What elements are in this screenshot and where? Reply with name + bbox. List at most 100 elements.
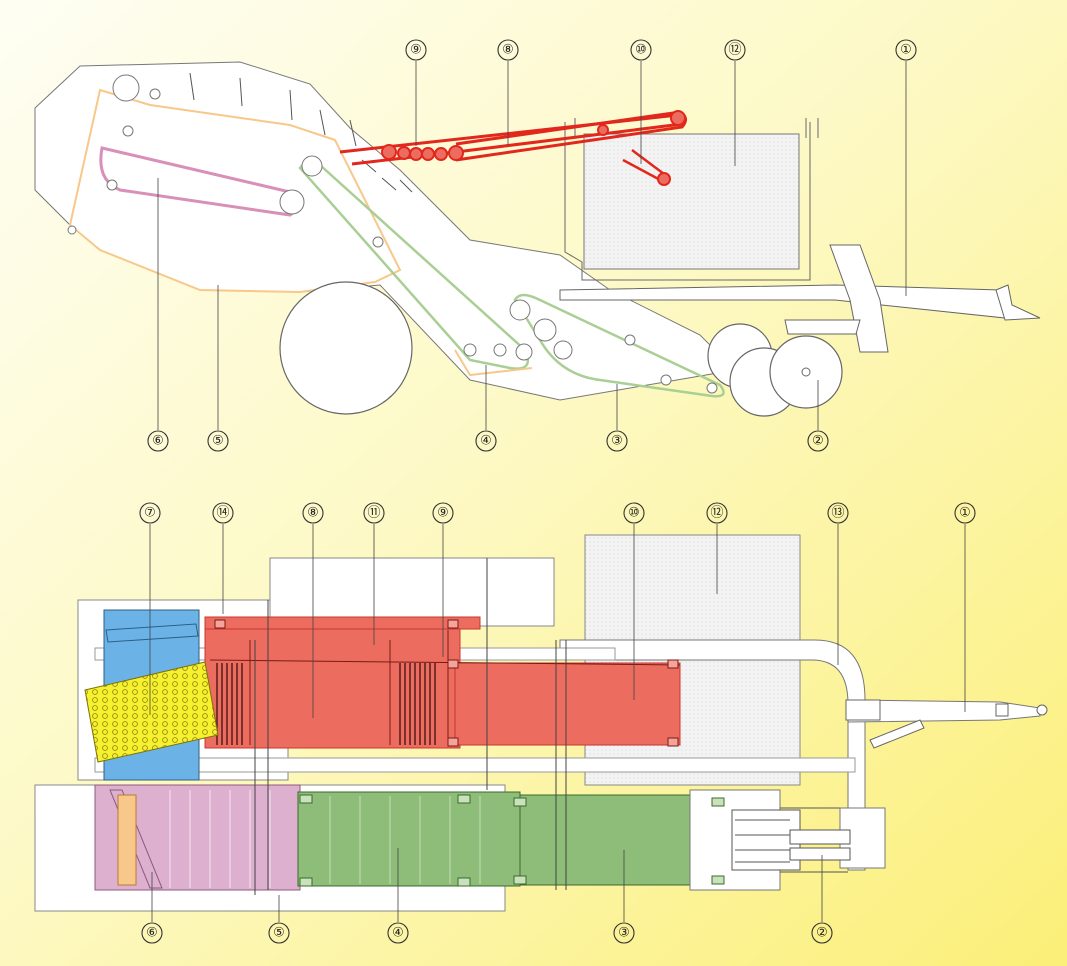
svg-text:⑭: ⑭	[216, 506, 229, 521]
svg-text:⑪: ⑪	[367, 506, 380, 521]
svg-text:⑥: ⑥	[152, 434, 164, 449]
top-label-2: ②	[811, 922, 833, 944]
header-frame-5	[68, 88, 402, 294]
svg-text:⑨: ⑨	[437, 506, 449, 521]
blue-bar	[105, 623, 199, 643]
svg-text:⑧: ⑧	[307, 506, 319, 521]
red-conveyor-ribs	[209, 630, 681, 745]
green-conveyor-3	[519, 794, 691, 886]
side-label-2: ②	[807, 430, 829, 452]
svg-text:②: ②	[812, 434, 824, 449]
pickup-tines	[189, 72, 413, 193]
small-roller	[624, 334, 636, 346]
hitch-eye	[1036, 704, 1048, 716]
side-label-5: ⑤	[207, 430, 229, 452]
frame-dividers	[254, 558, 567, 895]
drawbar-13	[559, 639, 866, 871]
brackets	[299, 794, 725, 887]
belt-roller	[279, 189, 305, 215]
top-label-12: ⑫	[706, 502, 728, 524]
hydraulic-cylinder	[869, 719, 925, 749]
small-roller	[372, 236, 384, 248]
svg-text:⑫: ⑫	[710, 506, 723, 521]
small-roller	[149, 88, 161, 100]
svg-text:⑩: ⑩	[635, 43, 647, 58]
top-view	[34, 534, 1048, 912]
red-conveyor-8	[204, 619, 461, 749]
main-wheel	[279, 281, 413, 415]
pickup-rod	[789, 829, 851, 845]
hitch-link	[784, 319, 861, 335]
small-roller	[493, 343, 507, 357]
green-conveyor-belt-3	[513, 293, 725, 398]
storage-tank-12	[583, 133, 800, 270]
svg-text:⑬: ⑬	[831, 506, 844, 521]
top-label-1: ①	[954, 502, 976, 524]
frame-outline	[269, 557, 555, 627]
top-label-6: ⑥	[141, 922, 163, 944]
small-roller	[463, 343, 477, 357]
top-view-leaders	[149, 524, 966, 922]
top-label-3: ③	[613, 922, 635, 944]
svg-text:③: ③	[618, 926, 630, 941]
svg-text:⑤: ⑤	[273, 926, 285, 941]
chute-roller	[657, 172, 671, 186]
green-belt-roller	[515, 343, 533, 361]
top-label-11: ⑪	[363, 502, 385, 524]
small-roller	[706, 382, 718, 394]
green-belt-roller	[533, 318, 557, 342]
svg-text:⑤: ⑤	[212, 434, 224, 449]
hitch-link	[829, 244, 889, 353]
top-label-14: ⑭	[212, 502, 234, 524]
red-brackets	[214, 619, 679, 747]
tank-frame	[564, 122, 811, 281]
top-label-8: ⑧	[302, 502, 324, 524]
yellow-chain-7	[84, 661, 219, 763]
conveyor-frame-4	[454, 349, 533, 377]
side-rail	[94, 757, 856, 773]
green-ribs	[329, 796, 481, 884]
side-view	[34, 61, 1041, 417]
hitch-clamp	[995, 703, 1009, 717]
chain-sprockets	[216, 663, 436, 745]
pickup-unit-2	[731, 809, 801, 871]
svg-text:⑦: ⑦	[144, 506, 156, 521]
svg-text:⑧: ⑧	[502, 43, 514, 58]
wheel-hub	[801, 367, 811, 377]
red-conveyor-8	[339, 110, 687, 166]
side-label-6: ⑥	[147, 430, 169, 452]
top-label-13: ⑬	[827, 502, 849, 524]
green-conveyor-4	[297, 791, 521, 887]
red-conveyor-10	[454, 662, 681, 746]
svg-text:③: ③	[611, 434, 623, 449]
red-conveyor-11-top	[204, 616, 481, 630]
pink-ribs	[169, 790, 271, 888]
svg-text:⑥: ⑥	[146, 926, 158, 941]
svg-text:④: ④	[480, 434, 492, 449]
svg-text:④: ④	[392, 926, 404, 941]
tongue-1	[847, 699, 1041, 723]
small-roller	[660, 374, 672, 386]
side-label-8: ⑧	[497, 39, 519, 61]
pickup-rod	[789, 847, 851, 861]
top-label-4: ④	[387, 922, 409, 944]
green-belt-roller	[553, 340, 573, 360]
side-label-1: ①	[895, 39, 917, 61]
green-belt-roller	[301, 155, 323, 177]
pickup-tines-top	[735, 807, 848, 873]
tongue-mount	[845, 699, 881, 721]
green-belt-roller	[509, 299, 531, 321]
svg-text:①: ①	[959, 506, 971, 521]
svg-text:⑫: ⑫	[728, 43, 741, 58]
side-view-leaders	[157, 61, 907, 430]
side-label-9: ⑨	[405, 39, 427, 61]
small-roller	[106, 179, 118, 191]
svg-text:⑩: ⑩	[628, 506, 640, 521]
hitch-end	[995, 284, 1041, 321]
svg-text:⑨: ⑨	[410, 43, 422, 58]
side-label-12: ⑫	[724, 39, 746, 61]
side-label-3: ③	[606, 430, 628, 452]
top-label-10: ⑩	[623, 502, 645, 524]
